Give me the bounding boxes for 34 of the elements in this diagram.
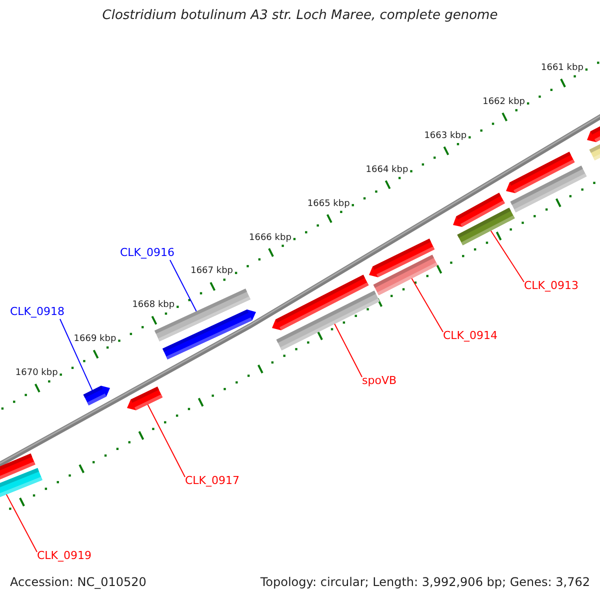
- gene-label: CLK_0917: [185, 474, 240, 488]
- leader-line: [170, 260, 197, 312]
- gene-feature: [0, 468, 42, 498]
- scale-label: 1661 kbp: [541, 62, 584, 75]
- gene-label: CLK_0919: [37, 549, 92, 563]
- scale-label: 1667 kbp: [190, 265, 233, 278]
- accession-text: Accession: NC_010520: [10, 575, 146, 589]
- leader-line: [6, 494, 38, 552]
- scale-label: 1662 kbp: [482, 96, 525, 109]
- scale-label: 1665 kbp: [307, 198, 350, 211]
- gene-label: CLK_0914: [443, 329, 498, 343]
- scale-label: 1668 kbp: [132, 299, 175, 312]
- diagram-title: Clostridium botulinum A3 str. Loch Maree, complete genome: [101, 9, 499, 23]
- leader-line: [411, 278, 444, 332]
- gene-feature: [154, 288, 250, 342]
- scale-label: 1666 kbp: [249, 232, 292, 244]
- leader-line: [490, 230, 524, 282]
- scale-label: 1664 kbp: [366, 164, 408, 177]
- scale-label: 1663 kbp: [424, 130, 467, 143]
- gene-feature: [373, 254, 438, 296]
- scale-label: 1669 kbp: [74, 333, 116, 346]
- gene-feature: [276, 290, 380, 350]
- scale-label: 1670 kbp: [15, 367, 58, 380]
- genome-info-text: Topology: circular; Length: 3,992,906 bp; Genes: 3,762: [260, 575, 590, 589]
- leader-line: [334, 323, 362, 378]
- gene-label: CLK_0916: [120, 246, 175, 260]
- gene-label: CLK_0918: [10, 305, 65, 319]
- gene-feature: [127, 386, 163, 410]
- gene-label: CLK_0913: [524, 279, 579, 293]
- gene-label: spoVB: [362, 374, 397, 388]
- leader-line: [60, 318, 93, 391]
- gene-feature: [457, 208, 515, 246]
- leader-line: [147, 404, 186, 478]
- gene-feature: [83, 386, 110, 406]
